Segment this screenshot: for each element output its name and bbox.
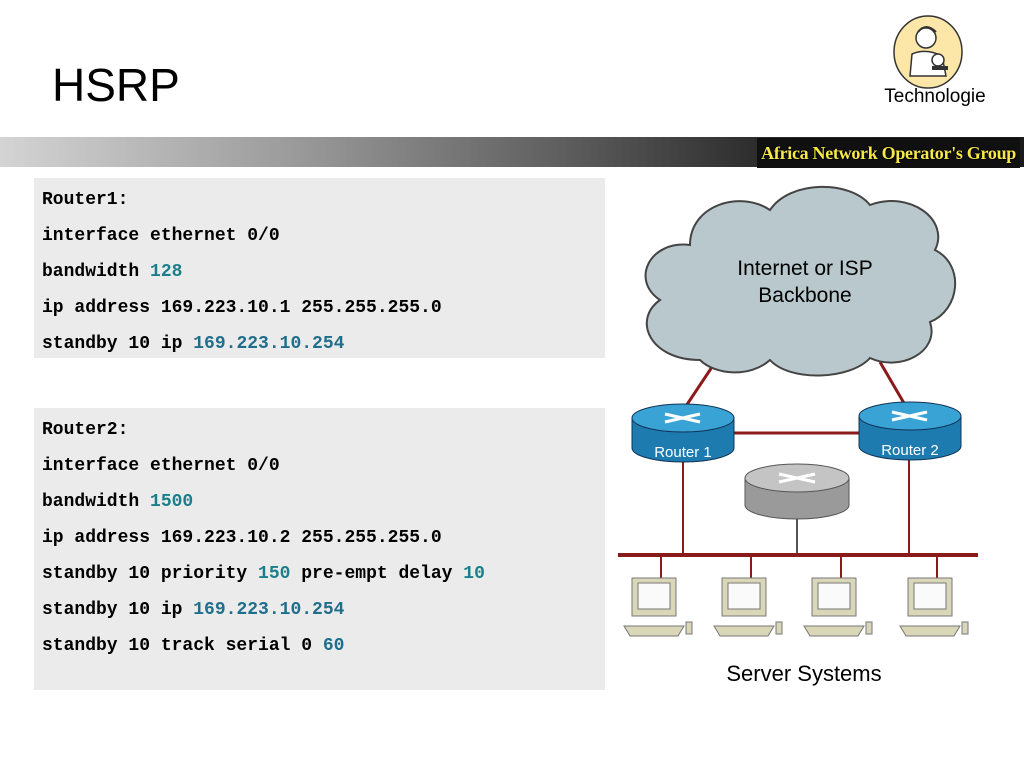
code-line: standby 10 priority 150 pre-empt delay 1… [42,564,485,584]
banner-text: Africa Network Operator's Group [757,138,1020,168]
code-line: bandwidth 128 [42,262,183,282]
server-computer-icon [623,577,693,637]
cloud-label-line2: Backbone [758,284,851,307]
code-line: interface ethernet 0/0 [42,456,280,476]
code-line: standby 10 ip 169.223.10.254 [42,334,345,354]
logo-caption: Technologie [884,86,986,107]
router1-icon [631,403,735,463]
servers-label: Server Systems [726,661,881,686]
virtual-router-icon [744,463,850,520]
code-line: ip address 169.223.10.1 255.255.255.0 [42,298,442,318]
mascot-logo-icon [893,15,963,89]
code-line: standby 10 track serial 0 60 [42,636,345,656]
code-line: interface ethernet 0/0 [42,226,280,246]
slide-title: HSRP [52,59,180,111]
router1-config-box: Router1: interface ethernet 0/0 bandwidt… [34,178,605,358]
code-line: ip address 169.223.10.2 255.255.255.0 [42,528,442,548]
server-computer-icon [803,577,873,637]
server-computer-icon [899,577,969,637]
server-computer-icon [713,577,783,637]
router2-config-box: Router2: interface ethernet 0/0 bandwidt… [34,408,605,690]
code-line: Router2: [42,420,129,440]
router2-icon [858,401,962,461]
router1-label: Router 1 [654,444,712,461]
code-line: standby 10 ip 169.223.10.254 [42,600,345,620]
cloud-label-line1: Internet or ISP [737,257,872,280]
internet-cloud-icon [644,185,957,377]
code-line: bandwidth 1500 [42,492,194,512]
router2-label: Router 2 [881,442,939,459]
code-line: Router1: [42,190,129,210]
